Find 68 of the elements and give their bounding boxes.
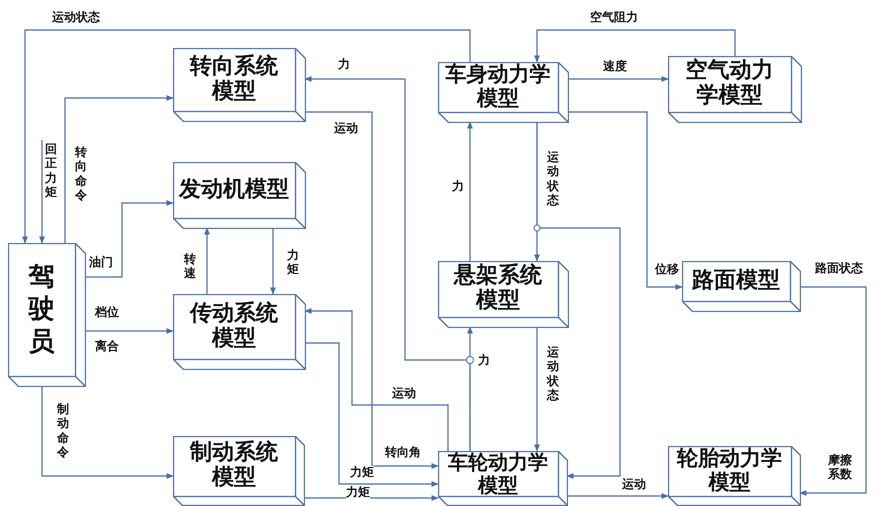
connector-arrow — [270, 228, 276, 295]
model-box — [173, 294, 305, 369]
box-label: 空气动力学模型 — [684, 59, 774, 109]
model-box — [438, 261, 568, 327]
edge-label: 回正力矩 — [45, 142, 57, 200]
edge-label: 转速 — [184, 252, 196, 281]
box-label: 路面模型 — [692, 268, 780, 294]
edge-label: 力矩 — [287, 248, 299, 277]
connector-arrow — [304, 495, 439, 501]
model-box — [173, 48, 305, 121]
model-box — [438, 451, 567, 505]
connector-arrow — [85, 328, 174, 334]
connector-arrow — [568, 111, 683, 290]
edge-label: 摩擦系数 — [828, 453, 852, 482]
connector-arrow — [305, 111, 439, 469]
connector-arrow — [534, 29, 736, 63]
edge-label: 力 — [338, 58, 350, 72]
connector-arrow — [22, 29, 471, 244]
edge-label: 档位 — [95, 306, 119, 320]
connector-arrow — [568, 76, 669, 82]
model-box — [668, 446, 800, 505]
edge-label: 力 — [452, 180, 464, 194]
edge-label: 运动 — [622, 478, 646, 492]
connector-arrow — [534, 327, 540, 452]
signal-label: 离合 — [95, 340, 119, 354]
model-box — [438, 62, 568, 122]
connector-arrow — [304, 308, 449, 451]
edge-label: 位移 — [655, 263, 679, 276]
connector-arrow — [39, 140, 45, 244]
edge-label: 速度 — [603, 60, 627, 74]
box-label: 驾驶员 — [28, 260, 54, 358]
box-label: 制动系统模型 — [188, 441, 279, 491]
box-label: 传动系统模型 — [188, 302, 279, 352]
edge-label: 力 — [478, 354, 490, 368]
edge-label: 空气阻力 — [590, 11, 638, 24]
box-label: 车轮动力学模型 — [447, 451, 549, 496]
connector-arrow — [799, 286, 867, 496]
connector-arrow — [41, 386, 174, 479]
edge-label: 运动状态 — [52, 11, 100, 24]
box-label: 发动机模型 — [179, 178, 289, 202]
edge-label: 运动 — [392, 387, 416, 400]
connector-arrow — [64, 95, 174, 243]
connector-arrow — [536, 122, 621, 479]
connector-arrow — [305, 342, 439, 487]
edge-label: 力矩 — [350, 466, 374, 480]
connector-arrow — [467, 326, 473, 451]
edge-label: 运动状态 — [547, 345, 559, 403]
model-box — [682, 261, 800, 311]
box-label: 转向系统模型 — [188, 54, 279, 104]
connector-arrow — [85, 200, 174, 278]
edge-label: 油门 — [89, 256, 113, 270]
box-label: 轮胎动力学模型 — [676, 447, 783, 495]
box-label: 悬架系统模型 — [452, 264, 543, 314]
model-box — [668, 56, 801, 122]
edge-label: 力矩 — [346, 486, 370, 500]
box-label: 车身动力学模型 — [444, 63, 552, 111]
edge-label: 制动命令 — [57, 402, 69, 460]
model-box — [8, 243, 85, 386]
connector-arrow — [567, 493, 669, 499]
signal-label: 运动 — [334, 122, 358, 136]
signal-label: 路面状态 — [815, 262, 863, 276]
edge-label: 运动状态 — [547, 150, 559, 208]
connector-arrow — [204, 227, 210, 294]
model-box — [173, 436, 304, 505]
edge-label: 转向命令 — [75, 145, 87, 203]
model-box — [173, 162, 305, 228]
connector-arrow — [467, 121, 473, 261]
edge-label: 转向角 — [385, 446, 421, 460]
